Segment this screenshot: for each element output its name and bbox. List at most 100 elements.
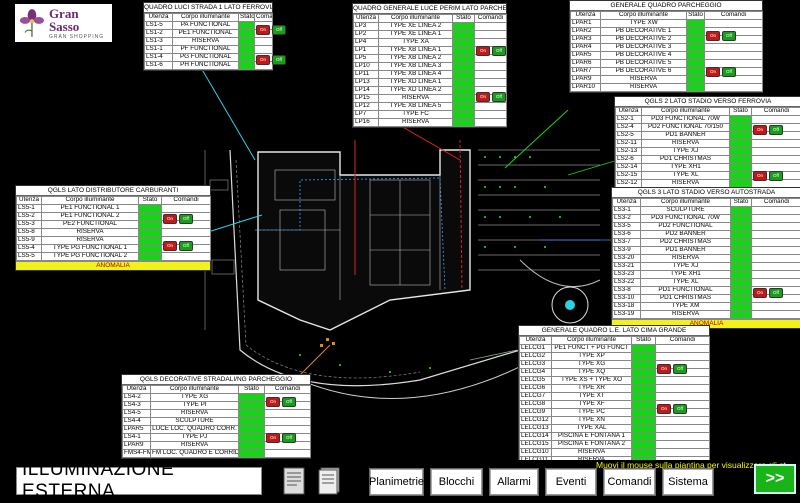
utenza-cell: LELCG8: [520, 401, 552, 409]
utenza-cell: LPAR3: [571, 36, 601, 44]
on-button[interactable]: On: [753, 288, 767, 298]
on-button[interactable]: On: [266, 397, 280, 407]
nav-eventi-button[interactable]: Eventi: [545, 468, 597, 496]
on-button[interactable]: On: [753, 125, 767, 135]
off-button[interactable]: Off: [272, 25, 286, 35]
off-button[interactable]: Off: [769, 125, 783, 135]
off-button[interactable]: Off: [179, 214, 193, 224]
on-button[interactable]: On: [476, 46, 490, 56]
utenza-cell: LELCG4: [520, 369, 552, 377]
nav-allarmi-button[interactable]: Allarmi: [489, 468, 539, 496]
utenza-cell: LPAR5: [571, 52, 601, 60]
nav-planimetrie-button[interactable]: Planimetrie: [369, 468, 424, 496]
column-header: Comandi: [265, 386, 311, 394]
off-button[interactable]: Off: [272, 55, 286, 65]
corpo-illuminante-cell: PB DECORATIVE 4: [601, 52, 687, 60]
utenza-cell: LS4-5: [123, 410, 151, 418]
on-button[interactable]: On: [266, 433, 280, 443]
off-button[interactable]: Off: [673, 364, 687, 374]
nav-sistema-button[interactable]: Sistema: [662, 468, 714, 496]
off-button[interactable]: Off: [492, 46, 506, 56]
utenza-cell: LELCG10: [520, 449, 552, 457]
panel-title: QGLS 2 LATO STADIO VERSO FERROVIA: [615, 97, 800, 107]
on-button[interactable]: On: [706, 31, 720, 41]
document-icon[interactable]: [283, 467, 305, 495]
off-button[interactable]: Off: [769, 288, 783, 298]
utenza-cell: LS3-20: [613, 255, 641, 263]
panel-title: QUADRO LUCI STRADA 1 LATO FERROVIA: [144, 3, 272, 13]
corpo-illuminante-cell: TYPE XT: [552, 393, 632, 401]
corpo-illuminante-cell: PE1 FUNCT + PG FUNCT: [552, 345, 632, 353]
utenza-cell: LPAR6: [571, 60, 601, 68]
corpo-illuminante-cell: TYPE XF: [552, 401, 632, 409]
utenza-cell: LP4: [354, 39, 379, 47]
corpo-illuminante-cell: PB DECORATIVE 3: [601, 44, 687, 52]
status-indicator: [453, 119, 475, 127]
on-button[interactable]: On: [753, 171, 767, 181]
status-indicator: [731, 207, 752, 215]
command-cell: [656, 385, 710, 393]
utenza-cell: LS3-18: [613, 303, 641, 311]
nav-comandi-button[interactable]: Comandi: [603, 468, 656, 496]
corpo-illuminante-cell: PE1 FUNCTIONAL 2: [42, 213, 139, 221]
utenza-cell: LPAR1: [571, 20, 601, 28]
on-button[interactable]: On: [706, 67, 720, 77]
status-indicator: [139, 253, 162, 261]
off-button[interactable]: Off: [492, 92, 506, 102]
status-indicator: [730, 132, 752, 140]
utenza-cell: LP15: [354, 95, 379, 103]
utenza-cell: LS3-22: [613, 279, 641, 287]
command-cell: [752, 311, 800, 319]
off-button[interactable]: Off: [673, 404, 687, 414]
utenza-cell: LS4-3: [123, 402, 151, 410]
utenza-cell: LELCG6: [520, 385, 552, 393]
off-button[interactable]: Off: [722, 31, 736, 41]
status-indicator: [687, 44, 705, 52]
corpo-illuminante-cell: TYPE XS + TYPE XO: [552, 377, 632, 385]
nav-blocchi-button[interactable]: Blocchi: [430, 468, 483, 496]
status-indicator: [731, 311, 752, 319]
on-button[interactable]: On: [256, 25, 270, 35]
corpo-illuminante-cell: FM LOC. QUADRO E CORRID: [151, 450, 239, 458]
off-button[interactable]: Off: [282, 433, 296, 443]
status-indicator: [139, 245, 162, 253]
column-header: Comandi: [656, 337, 710, 345]
corpo-illuminante-cell: PG FUNCTIONAL: [173, 54, 239, 62]
command-cell: [752, 140, 800, 148]
status-indicator: [687, 76, 705, 84]
on-button[interactable]: On: [657, 364, 671, 374]
off-button[interactable]: Off: [179, 241, 193, 251]
utenza-cell: LS5-3: [17, 221, 42, 229]
report-icon[interactable]: [318, 467, 340, 495]
status-indicator: [731, 295, 752, 303]
off-button[interactable]: Off: [282, 397, 296, 407]
on-button[interactable]: On: [163, 241, 177, 251]
corpo-illuminante-cell: RISERVA: [641, 311, 731, 319]
on-button[interactable]: On: [476, 92, 490, 102]
corpo-illuminante-cell: RISERVA: [173, 38, 239, 46]
off-button[interactable]: Off: [769, 171, 783, 181]
on-button[interactable]: On: [256, 55, 270, 65]
off-button[interactable]: Off: [722, 67, 736, 77]
status-indicator: [632, 425, 656, 433]
next-page-button[interactable]: >>: [754, 464, 796, 494]
on-button[interactable]: On: [657, 404, 671, 414]
on-button[interactable]: On: [163, 214, 177, 224]
corpo-illuminante-cell: TYPE XB LINEA 2: [379, 55, 453, 63]
status-indicator: [687, 36, 705, 44]
